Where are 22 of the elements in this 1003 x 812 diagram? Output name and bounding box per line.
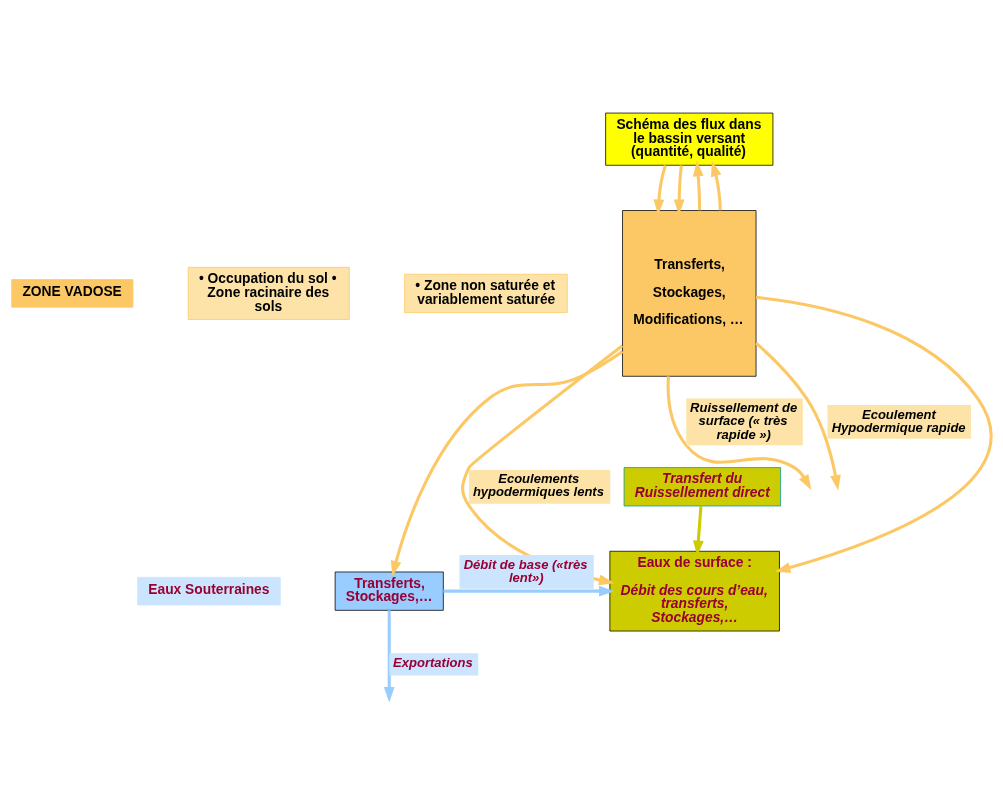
arrow	[711, 161, 722, 211]
node-box: Eaux de surface : Débit des cours d’eau, transferts, Stockages,…	[609, 550, 780, 632]
node-box: Transferts, Stockages, Modifications, …	[622, 210, 757, 377]
arrow	[383, 610, 395, 702]
edge-label: Ecoulements hypodermiques lents	[472, 471, 604, 500]
edge-label: Ecoulement Hypodermique rapide	[831, 406, 966, 435]
arrow	[443, 585, 615, 597]
arrow	[755, 295, 993, 573]
edge-label: Ruissellement de surface (« très rapide »)	[690, 400, 798, 442]
node-box: Transferts, Stockages,…	[334, 571, 444, 611]
edge-label: Débit de base («très lent»)	[463, 556, 588, 585]
arrow	[692, 160, 704, 211]
arrow	[666, 376, 812, 491]
arrow	[755, 342, 841, 491]
edge-label: Exportations	[393, 655, 473, 671]
node-box: • Zone non saturée et variablement saturée	[404, 273, 568, 313]
node-box: Transfert du Ruissellement direct	[623, 467, 781, 507]
node-box: ZONE VADOSE	[11, 279, 134, 308]
arrow	[390, 350, 624, 577]
node-box: Eaux Souterraines	[137, 576, 281, 606]
node-box: Schéma des flux dans le bassin versant (quantité, qualité)	[605, 112, 774, 166]
node-box: • Occupation du sol • Zone racinaire des sols	[187, 266, 350, 320]
